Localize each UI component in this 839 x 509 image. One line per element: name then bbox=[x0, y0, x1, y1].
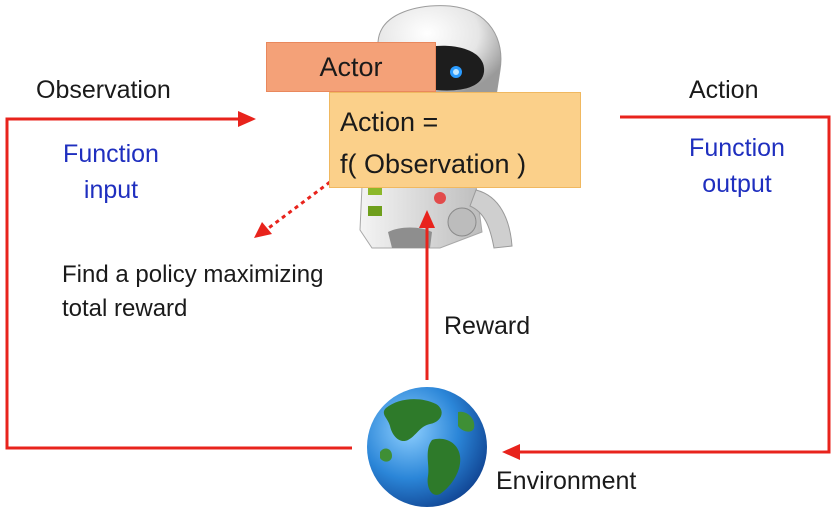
reward-arrowhead bbox=[419, 210, 435, 228]
observation-arrow bbox=[5, 117, 352, 450]
goal-dotted-arrow bbox=[265, 180, 331, 232]
globe-icon bbox=[367, 387, 487, 507]
goal-note: Find a policy maximizing total reward bbox=[62, 258, 392, 326]
function-output-line-1: Function bbox=[689, 134, 785, 162]
function-input-line-1: Function bbox=[63, 140, 159, 168]
environment-label: Environment bbox=[496, 467, 637, 495]
action-label: Action bbox=[689, 76, 759, 104]
function-output-line-2: output bbox=[702, 170, 772, 198]
policy-box: Action = f( Observation ) bbox=[329, 92, 581, 188]
observation-label: Observation bbox=[36, 76, 171, 104]
policy-line-1: Action = bbox=[340, 107, 439, 137]
goal-line-1: Find a policy maximizing bbox=[62, 261, 324, 288]
observation-arrowhead bbox=[238, 111, 256, 127]
goal-line-2: total reward bbox=[62, 295, 188, 322]
reward-label: Reward bbox=[444, 312, 531, 340]
action-arrow bbox=[520, 115, 831, 454]
actor-box: Actor bbox=[266, 42, 436, 92]
policy-line-2: f( Observation ) bbox=[340, 149, 527, 179]
function-input-label: Function input bbox=[50, 136, 172, 208]
goal-dotted-arrowhead bbox=[254, 222, 272, 238]
action-arrowhead bbox=[502, 444, 520, 460]
actor-title: Actor bbox=[319, 51, 383, 82]
function-output-label: Function output bbox=[676, 130, 798, 202]
function-input-line-2: input bbox=[83, 176, 139, 204]
